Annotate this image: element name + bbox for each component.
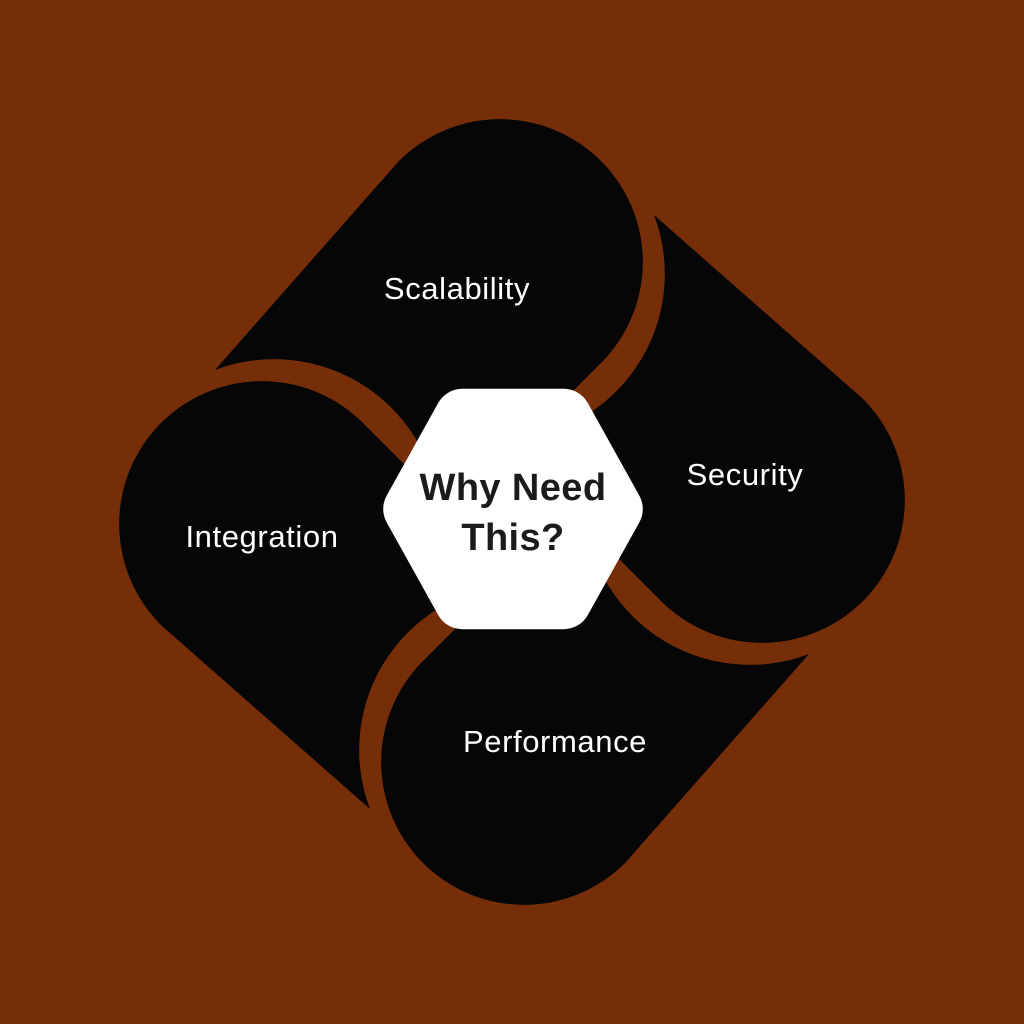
petal-label-security: Security	[686, 457, 804, 492]
center-hexagon-shape	[383, 388, 643, 630]
center-title-line1: Why Need	[419, 466, 607, 509]
center-title-line2: This?	[461, 517, 565, 559]
petal-label-integration: Integration	[185, 519, 339, 554]
petal-label-scalability: Scalability	[383, 271, 531, 306]
center-title: Why Need This?	[420, 463, 607, 563]
petal-label-performance: Performance	[462, 724, 648, 759]
